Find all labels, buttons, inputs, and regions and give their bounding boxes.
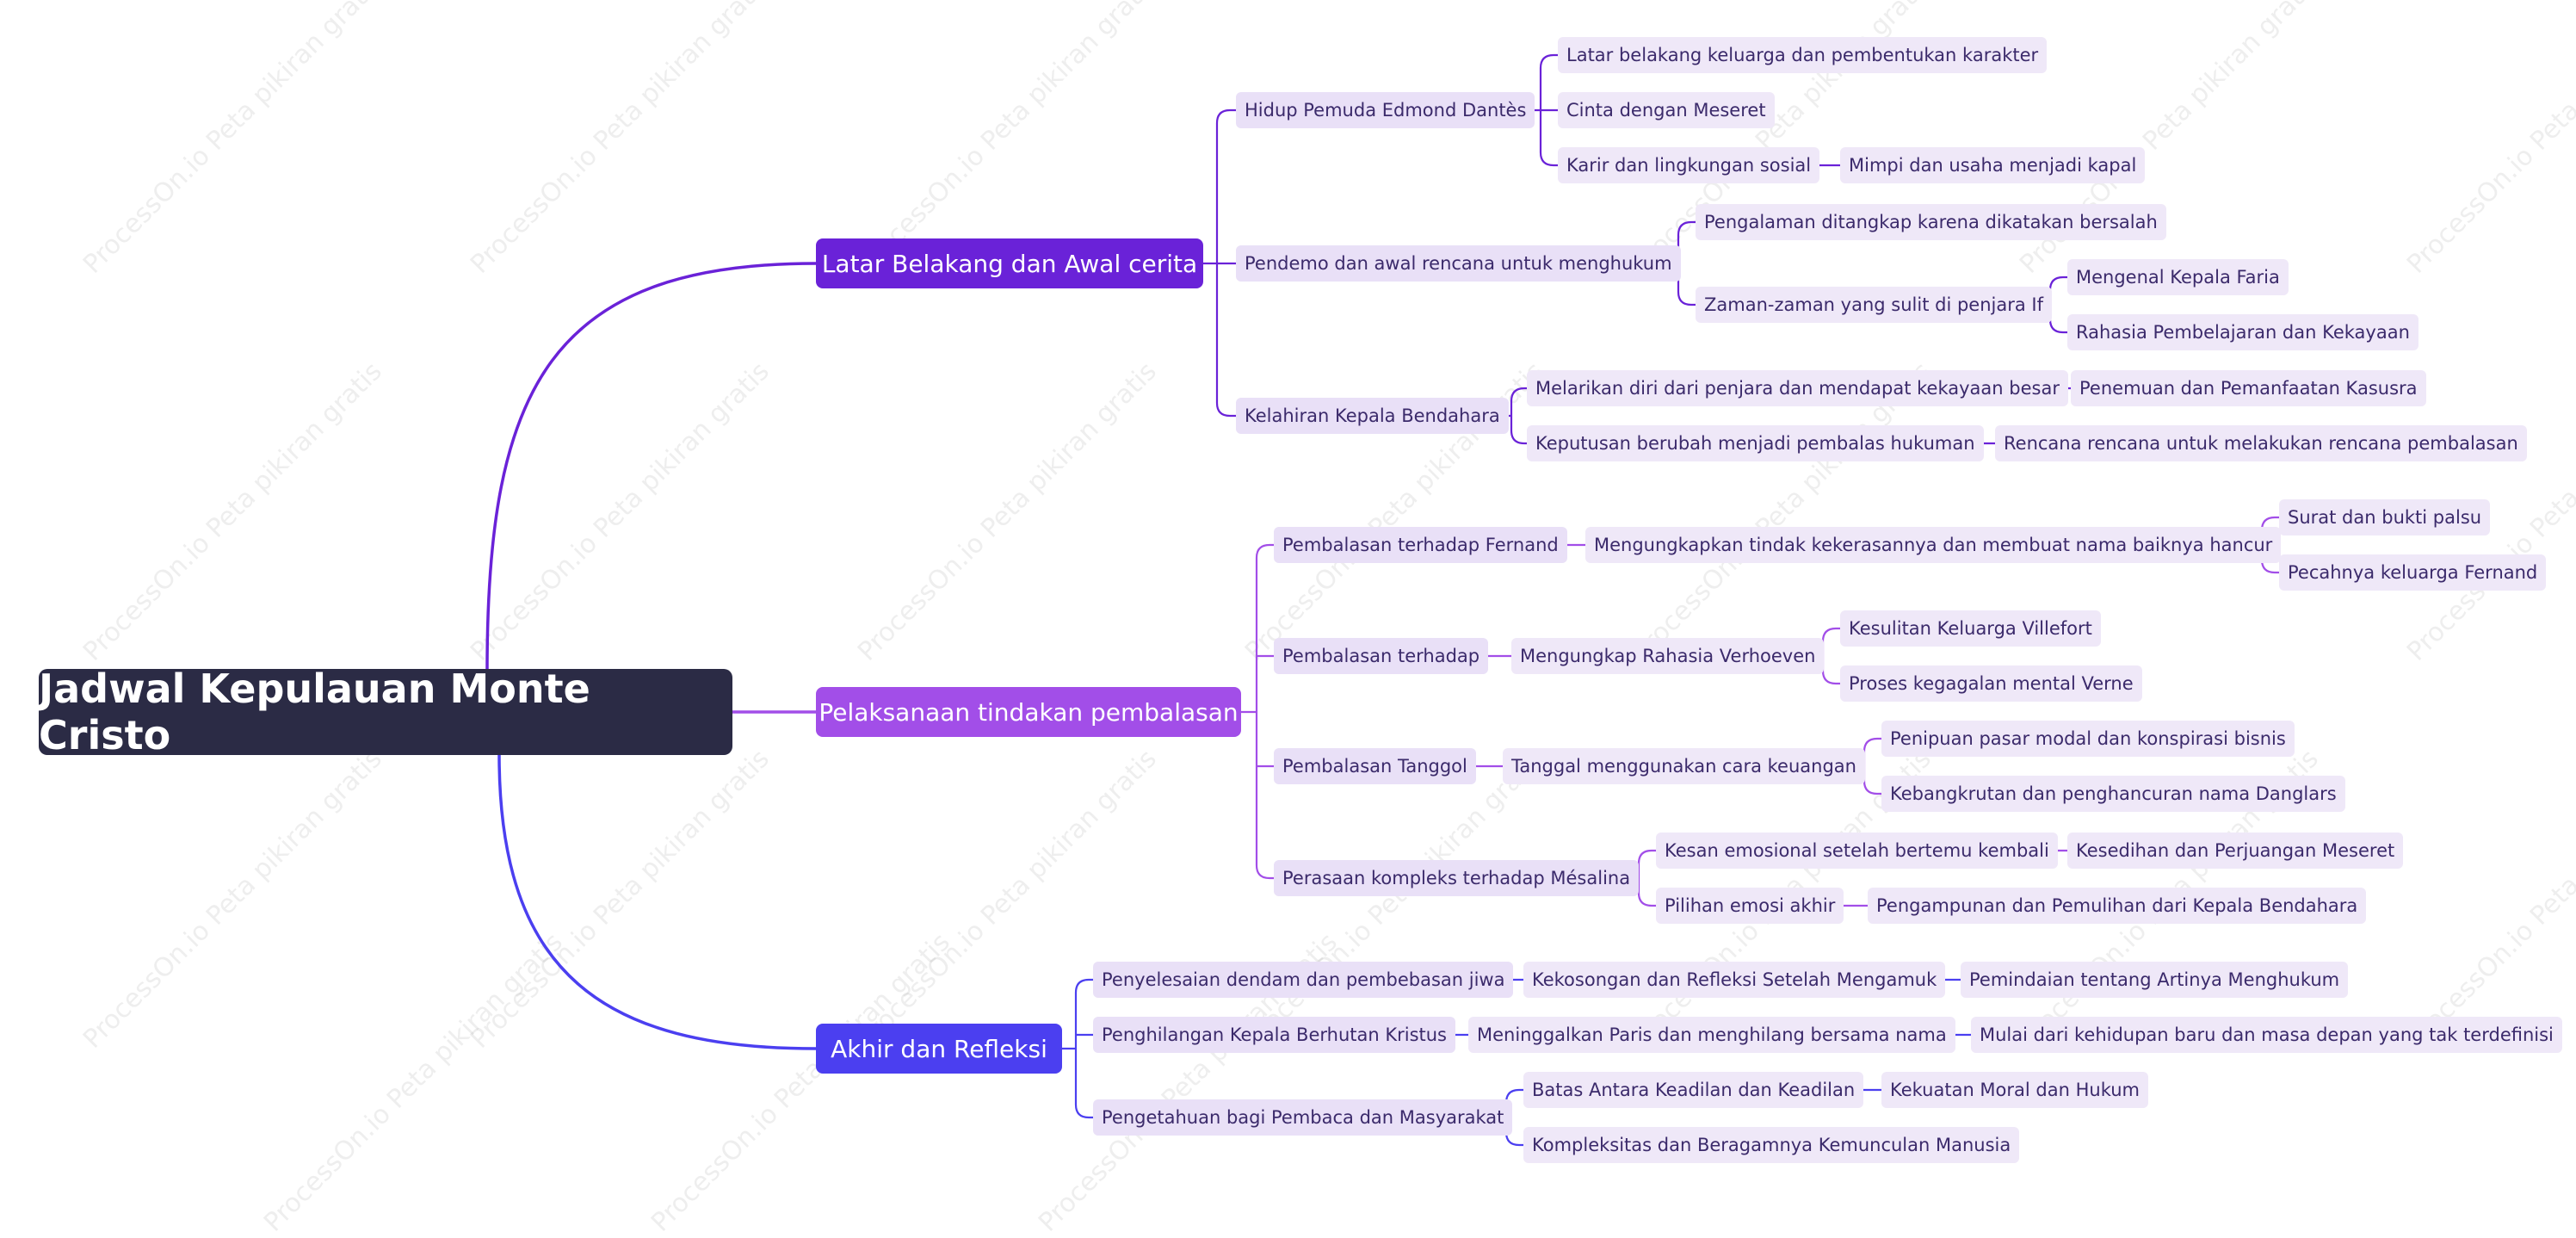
root-to-branch-1: [485, 262, 817, 670]
node-pembalasan-fernand[interactable]: Pembalasan terhadap Fernand: [1274, 527, 1567, 563]
node-kebangkrutan[interactable]: Kebangkrutan dan penghancuran nama Dangl…: [1881, 776, 2345, 812]
node-cinta-meseret[interactable]: Cinta dengan Meseret: [1558, 92, 1775, 128]
node-pengampunan[interactable]: Pengampunan dan Pemulihan dari Kepala Be…: [1868, 888, 2367, 924]
root-topic[interactable]: Jadwal Kepulauan Monte Cristo: [39, 665, 732, 758]
node-penyelesaian-dendam[interactable]: Penyelesaian dendam dan pembebasan jiwa: [1093, 962, 1514, 998]
node-hidup-pemuda[interactable]: Hidup Pemuda Edmond Dantès: [1236, 92, 1535, 128]
node-pembalasan-tanggol[interactable]: Pembalasan Tanggol: [1274, 748, 1476, 784]
line-b3: [1062, 978, 1093, 1119]
node-surat-bukti[interactable]: Surat dan bukti palsu: [2279, 499, 2491, 535]
node-pecahnya-keluarga[interactable]: Pecahnya keluarga Fernand: [2279, 554, 2547, 591]
node-karir[interactable]: Karir dan lingkungan sosial: [1558, 147, 1820, 183]
node-cara-keuangan[interactable]: Tanggal menggunakan cara keuangan: [1503, 748, 1865, 784]
node-zaman-sulit[interactable]: Zaman-zaman yang sulit di penjara If: [1696, 287, 2052, 323]
root-to-branch-3: [497, 754, 817, 1050]
branch-akhir-refleksi[interactable]: Akhir dan Refleksi: [816, 1024, 1062, 1074]
node-mengungkapkan[interactable]: Mengungkapkan tindak kekerasannya dan me…: [1585, 527, 2282, 563]
node-melarikan-diri[interactable]: Melarikan diri dari penjara dan mendapat…: [1527, 370, 2068, 406]
node-pilihan-emosi[interactable]: Pilihan emosi akhir: [1656, 888, 1844, 924]
node-kesedihan-meseret[interactable]: Kesedihan dan Perjuangan Meseret: [2067, 833, 2404, 869]
node-kesulitan-villefort[interactable]: Kesulitan Keluarga Villefort: [1840, 610, 2101, 647]
node-kekosongan[interactable]: Kekosongan dan Refleksi Setelah Mengamuk: [1523, 962, 1946, 998]
node-kompleksitas[interactable]: Kompleksitas dan Beragamnya Kemunculan M…: [1523, 1127, 2020, 1163]
node-penipuan-pasar[interactable]: Penipuan pasar modal dan konspirasi bisn…: [1881, 721, 2295, 757]
node-kepala-faria[interactable]: Mengenal Kepala Faria: [2067, 259, 2289, 295]
node-latar-keluarga[interactable]: Latar belakang keluarga dan pembentukan …: [1558, 37, 2048, 73]
node-penemuan-kasusra[interactable]: Penemuan dan Pemanfaatan Kasusra: [2071, 370, 2426, 406]
node-rahasia-pembelajaran[interactable]: Rahasia Pembelajaran dan Kekayaan: [2067, 314, 2418, 350]
node-kelahiran[interactable]: Kelahiran Kepala Bendahara: [1236, 398, 1509, 434]
node-keputusan-berubah[interactable]: Keputusan berubah menjadi pembalas hukum…: [1527, 425, 1984, 461]
node-perasaan-kompleks[interactable]: Perasaan kompleks terhadap Mésalina: [1274, 860, 1640, 896]
node-kesan-emosional[interactable]: Kesan emosional setelah bertemu kembali: [1656, 833, 2058, 869]
node-pemindaian[interactable]: Pemindaian tentang Artinya Menghukum: [1961, 962, 2349, 998]
node-kegagalan-verne[interactable]: Proses kegagalan mental Verne: [1840, 665, 2142, 702]
node-meninggalkan-paris[interactable]: Meninggalkan Paris dan menghilang bersam…: [1468, 1017, 1955, 1053]
line-b1: [1203, 108, 1236, 418]
line-b2: [1241, 543, 1274, 880]
node-rencana-rencana[interactable]: Rencana rencana untuk melakukan rencana …: [1995, 425, 2527, 461]
branch-pelaksanaan[interactable]: Pelaksanaan tindakan pembalasan: [816, 687, 1241, 737]
node-pengetahuan[interactable]: Pengetahuan bagi Pembaca dan Masyarakat: [1093, 1099, 1513, 1136]
node-penghilangan[interactable]: Penghilangan Kepala Berhutan Kristus: [1093, 1017, 1455, 1053]
node-mimpi-kapal[interactable]: Mimpi dan usaha menjadi kapal: [1840, 147, 2146, 183]
node-kehidupan-baru[interactable]: Mulai dari kehidupan baru dan masa depan…: [1971, 1017, 2562, 1053]
node-rahasia-verhoeven[interactable]: Mengungkap Rahasia Verhoeven: [1511, 638, 1825, 674]
branch-latar-belakang[interactable]: Latar Belakang dan Awal cerita: [816, 238, 1203, 288]
node-pengalaman-ditangkap[interactable]: Pengalaman ditangkap karena dikatakan be…: [1696, 204, 2166, 240]
node-pendemo[interactable]: Pendemo dan awal rencana untuk menghukum: [1236, 245, 1681, 282]
node-pembalasan-terhadap[interactable]: Pembalasan terhadap: [1274, 638, 1489, 674]
node-batas-keadilan[interactable]: Batas Antara Keadilan dan Keadilan: [1523, 1072, 1864, 1108]
node-kekuatan-moral[interactable]: Kekuatan Moral dan Hukum: [1881, 1072, 2148, 1108]
